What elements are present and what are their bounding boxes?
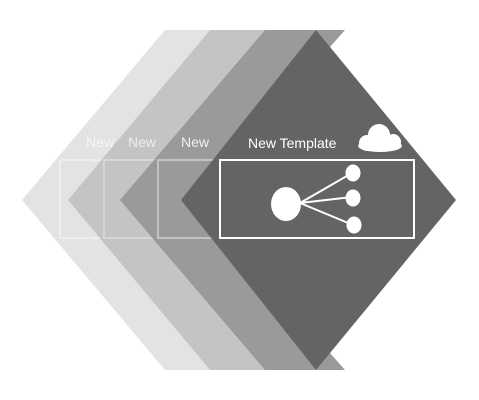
spoke-node xyxy=(345,164,361,182)
card-title: New xyxy=(128,134,157,150)
spoke-node xyxy=(346,216,362,234)
card-shape xyxy=(120,30,345,370)
cloud-icon xyxy=(358,124,402,152)
template-card-back-3[interactable]: New xyxy=(120,30,345,370)
card-title: New xyxy=(181,134,210,150)
card-title: New xyxy=(86,134,115,150)
hub-node xyxy=(271,187,301,221)
hub-spoke-diagram-icon xyxy=(271,164,362,234)
card-title: New Template xyxy=(248,135,337,151)
spoke-node xyxy=(345,189,361,207)
card-shape xyxy=(68,30,300,370)
template-card-new-template[interactable]: New Template xyxy=(181,30,456,370)
card-preview-frame xyxy=(219,159,415,239)
